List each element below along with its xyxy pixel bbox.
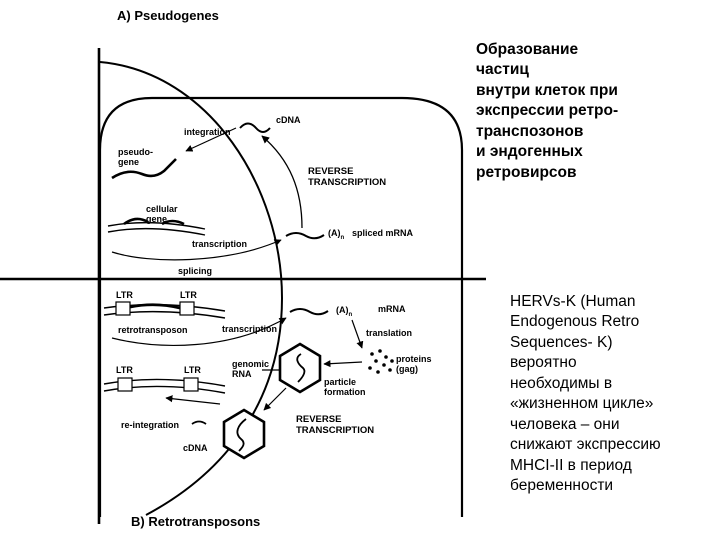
- proteins-label-1: proteins: [396, 354, 432, 364]
- reverse-top-2: TRANSCRIPTION: [308, 177, 386, 188]
- protein-dots: [368, 349, 394, 374]
- particle-assembly-arrow: [323, 360, 363, 368]
- translation-label: translation: [366, 328, 412, 338]
- nucleus-outline: [99, 61, 284, 516]
- reintegration-label: re-integration: [121, 420, 179, 430]
- panel-b-label: B) Retrotransposons: [131, 514, 260, 529]
- mrna-label: mRNA: [378, 304, 406, 314]
- ltr-box-2: [179, 301, 195, 316]
- particle-rna-1: [296, 353, 306, 383]
- slide-note: HERVs-K (Human Endogenous Retro Sequence…: [510, 293, 661, 495]
- ltr-label-4: LTR: [184, 365, 201, 375]
- retrotransposon-element: [129, 303, 181, 310]
- ltr-label-2: LTR: [180, 290, 197, 300]
- reverse-top-1: REVERSE: [308, 166, 353, 177]
- ltr-box-1: [115, 301, 131, 316]
- spliced-mrna-label: spliced mRNA: [352, 228, 414, 238]
- proteins-label-2: (gag): [396, 364, 418, 374]
- integration-label: integration: [184, 127, 231, 137]
- ltr-label-3: LTR: [116, 365, 133, 375]
- polya-top-label: (A)n: [328, 228, 345, 241]
- reverse-bottom-1: REVERSE: [296, 414, 341, 425]
- cellular-gene-exon-2: [161, 219, 185, 226]
- reintegration-arrow: [165, 395, 221, 405]
- cdna-strand-bottom: [191, 420, 207, 425]
- genomic-rna-label-1: genomic: [232, 359, 269, 369]
- pseudogene-label-1: pseudo-: [118, 147, 153, 157]
- cdna-strand-top: [239, 122, 271, 133]
- polya-bottom-label: (A)n: [336, 305, 353, 318]
- particle-to-rt-arrow: [263, 387, 287, 411]
- particle-hexagon-1: [278, 342, 322, 394]
- reverse-transcription-arrow-top: [261, 135, 303, 229]
- particle-hexagon-2: [222, 408, 266, 460]
- reverse-bottom-2: TRANSCRIPTION: [296, 425, 374, 436]
- genomic-rna-label-2: RNA: [232, 369, 252, 379]
- translation-arrow: [351, 319, 364, 349]
- particle-rna-2: [236, 418, 247, 452]
- integration-site-lower: [103, 385, 226, 394]
- pseudogene-label-2: gene: [118, 157, 139, 167]
- integration-site-upper: [103, 378, 226, 387]
- cellular-gene-upper: [107, 221, 206, 230]
- splicing-label: splicing: [178, 266, 212, 276]
- ltr-box-3: [117, 377, 133, 392]
- transcription-splicing-arrow: [111, 239, 282, 261]
- mrna-strand: [289, 308, 329, 316]
- slide-title: Образование частиц внутри клеток при экс…: [476, 41, 619, 181]
- ltr-label-1: LTR: [116, 290, 133, 300]
- integration-arrow: [185, 127, 237, 152]
- cellular-gene-label-2: gene: [146, 214, 167, 224]
- spliced-mrna-strand: [285, 232, 325, 240]
- cellular-gene-lower: [107, 227, 206, 236]
- particle-formation-label-2: formation: [324, 387, 366, 397]
- cdna-bottom-label: cDNA: [183, 443, 208, 453]
- cell-outline: [98, 96, 464, 517]
- pseudogene-strand: [111, 158, 177, 180]
- particle-formation-label-1: particle: [324, 377, 356, 387]
- transcription-bottom-label: transcription: [222, 324, 277, 334]
- transcription-top-label: transcription: [192, 239, 247, 249]
- panel-a-label: A) Pseudogenes: [117, 8, 219, 23]
- transcription-arrow-bottom: [111, 317, 287, 346]
- cdna-top-label: cDNA: [276, 115, 301, 125]
- cellular-gene-label-1: cellular: [146, 204, 178, 214]
- ltr-box-4: [183, 377, 199, 392]
- cellular-gene-exon-1: [123, 217, 149, 226]
- retrotransposon-label: retrotransposon: [118, 325, 188, 335]
